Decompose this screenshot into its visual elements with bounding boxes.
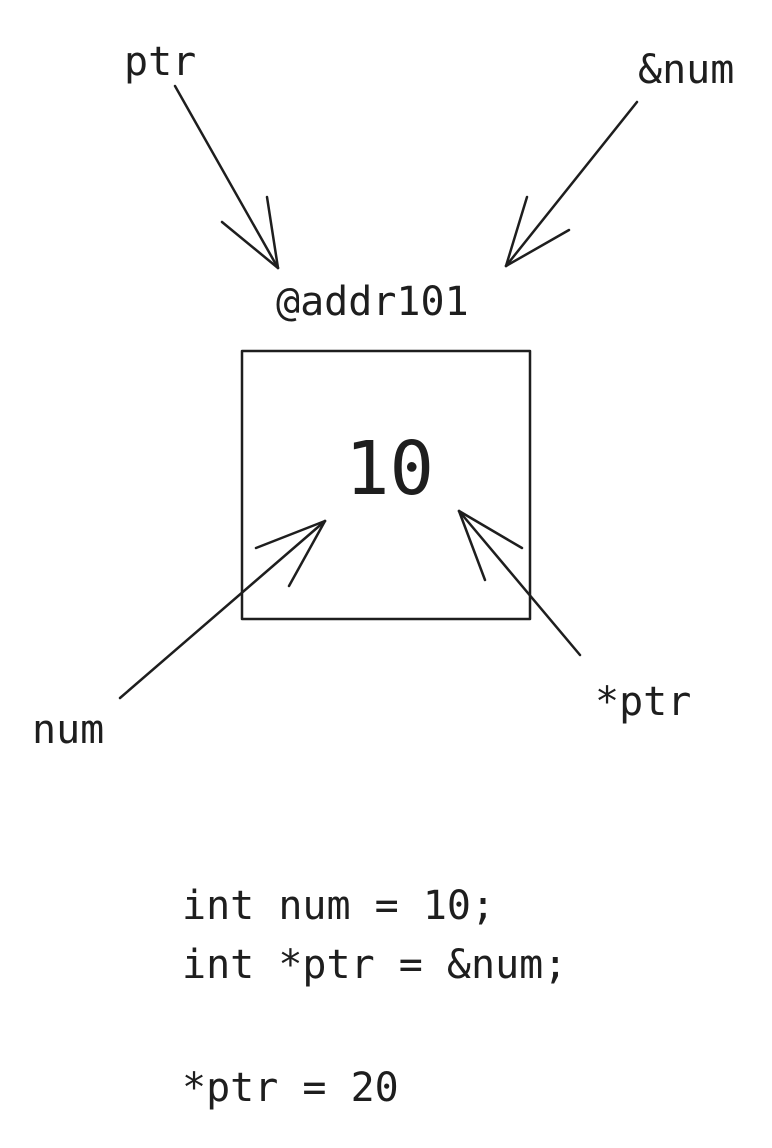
label-deref-ptr: *ptr [595, 679, 692, 725]
arrow-refnum-to-address [504, 100, 639, 268]
code-line-declare-ptr: int *ptr = &num; [182, 942, 568, 988]
label-ref-num: &num [638, 47, 735, 93]
label-address: @addr101 [276, 279, 469, 325]
label-num: num [32, 707, 105, 753]
arrow-ptr-to-address [173, 84, 280, 270]
arrow-derefptr-to-value [457, 509, 582, 657]
arrow-num-to-value [118, 519, 327, 700]
label-ptr: ptr [124, 39, 197, 85]
memory-cell-value: 10 [345, 426, 435, 512]
code-line-declare-num: int num = 10; [182, 883, 496, 929]
code-line-assign-deref: *ptr = 20 [182, 1065, 399, 1111]
memory-cell-box [240, 349, 532, 621]
